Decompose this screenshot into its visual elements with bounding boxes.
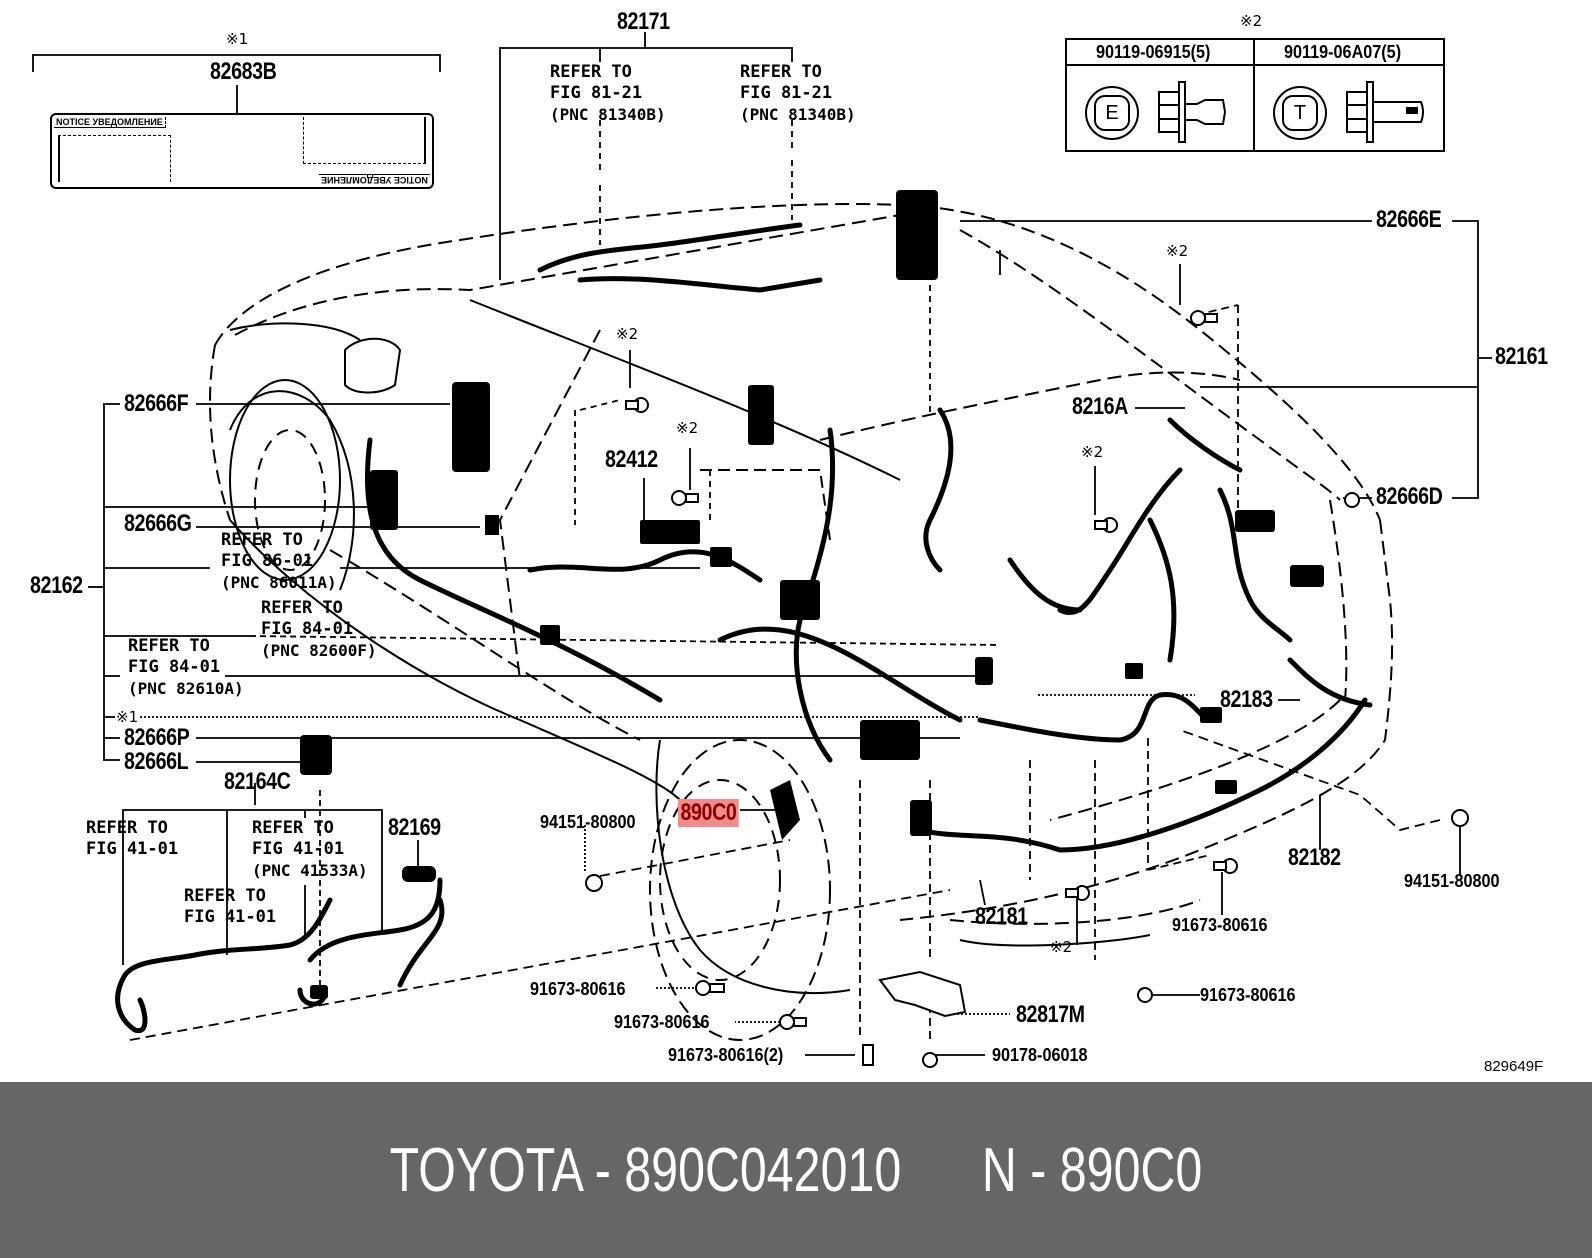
footer-banner: TOYOTA - 890C042010 N - 890C0 [0, 1082, 1592, 1258]
part-label-82164C[interactable]: 82164C [224, 768, 291, 795]
notice-label-text-inverted: NOTICE УВЕДОМЛЕНИЕ [319, 174, 430, 185]
refer-note-fig-41-01-41533A: REFER TO FIG 41-01 (PNC 41533A) [252, 818, 368, 880]
footer-part-title: TOYOTA - 890C042010 N - 890C0 [389, 1135, 1203, 1205]
part-label-82182[interactable]: 82182 [1288, 844, 1341, 871]
flange-bolt-t-side-icon [1346, 81, 1424, 143]
part-label-8216A[interactable]: 8216A [1072, 393, 1128, 420]
note-marker-2: ※2 [1081, 443, 1104, 461]
car-wiring-drawing [32, 32, 1492, 1068]
figure-number: 829649F [1484, 1058, 1544, 1075]
refer-note-fig-84-01-82610A: REFER TO FIG 84-01 (PNC 82610A) [128, 636, 244, 698]
part-label-82666D[interactable]: 82666D [1376, 483, 1443, 510]
part-label-82169[interactable]: 82169 [388, 814, 441, 841]
part-label-82666G[interactable]: 82666G [124, 510, 192, 537]
note-marker-1: ※1 [116, 708, 139, 726]
parts-diagram: ※1 82683B NOTICE УВЕДОМЛЕНИЕ NOTICE УВЕД… [30, 8, 1549, 1075]
bolt-label-91673-80616-b[interactable]: 91673-80616 [614, 1012, 710, 1032]
part-label-82666P[interactable]: 82666P [124, 724, 190, 751]
note-marker-1: ※1 [226, 30, 249, 48]
part-label-82183[interactable]: 82183 [1220, 686, 1273, 713]
bolt-label-90178-06018[interactable]: 90178-06018 [992, 1045, 1088, 1065]
table-divider [1253, 66, 1255, 150]
bolt-label-94151-80800-left[interactable]: 94151-80800 [540, 812, 636, 832]
part-label-82181[interactable]: 82181 [975, 903, 1028, 930]
note-marker-2: ※2 [676, 419, 699, 437]
refer-note-fig-81-21-a: REFER TO FIG 81-21 (PNC 81340B) [550, 62, 666, 124]
part-label-82666E[interactable]: 82666E [1376, 206, 1442, 233]
refer-note-fig-84-01-82600F: REFER TO FIG 84-01 (PNC 82600F) [261, 598, 377, 660]
note-marker-2: ※2 [1050, 938, 1073, 956]
part-label-82683B[interactable]: 82683B [210, 58, 277, 85]
note-marker-2: ※2 [1166, 242, 1189, 260]
part-label-82161[interactable]: 82161 [1495, 343, 1548, 370]
bolt-head-t-icon: T [1273, 86, 1327, 140]
refer-note-fig-41-01-b: REFER TO FIG 41-01 [184, 886, 277, 927]
bolt-label-91673-80616-2[interactable]: 91673-80616(2) [668, 1045, 784, 1065]
part-label-890C0-highlighted[interactable]: 890C0 [678, 799, 739, 827]
bolt-table: 90119-06915(5) 90119-06A07(5) E T [1065, 38, 1445, 152]
part-label-82666L[interactable]: 82666L [124, 748, 189, 775]
refer-note-fig-86-01: REFER TO FIG 86-01 (PNC 86011A) [221, 530, 337, 592]
part-label-82817M[interactable]: 82817M [1016, 1001, 1085, 1028]
refer-note-fig-81-21-b: REFER TO FIG 81-21 (PNC 81340B) [740, 62, 856, 124]
bolt-head-e-icon: E [1085, 86, 1139, 140]
bolt-label-91673-80616-e[interactable]: 91673-80616 [1172, 915, 1268, 935]
part-label-82171[interactable]: 82171 [617, 8, 670, 35]
flange-bolt-e-side-icon [1158, 81, 1227, 143]
note-marker-2-table: ※2 [1240, 12, 1263, 30]
bolt-label-94151-80800-right[interactable]: 94151-80800 [1404, 871, 1500, 891]
part-label-82162[interactable]: 82162 [30, 572, 83, 599]
notice-label-text: NOTICE УВЕДОМЛЕНИЕ [54, 117, 166, 128]
notice-panel-left [58, 135, 171, 182]
notice-panel-right [303, 117, 426, 164]
notice-label-drawing: NOTICE УВЕДОМЛЕНИЕ NOTICE УВЕДОМЛЕНИЕ [50, 113, 434, 189]
note-marker-2: ※2 [616, 325, 639, 343]
bolt-label-91673-80616-a[interactable]: 91673-80616 [530, 979, 626, 999]
bolt-label-91673-80616-d[interactable]: 91673-80616 [1200, 985, 1296, 1005]
bolt-part-90119-06A07[interactable]: 90119-06A07(5) [1283, 42, 1402, 62]
part-label-82412[interactable]: 82412 [605, 446, 658, 473]
bolt-part-90119-06915[interactable]: 90119-06915(5) [1096, 42, 1211, 62]
refer-note-fig-41-01-a: REFER TO FIG 41-01 [86, 818, 179, 859]
part-label-82666F[interactable]: 82666F [124, 390, 189, 417]
